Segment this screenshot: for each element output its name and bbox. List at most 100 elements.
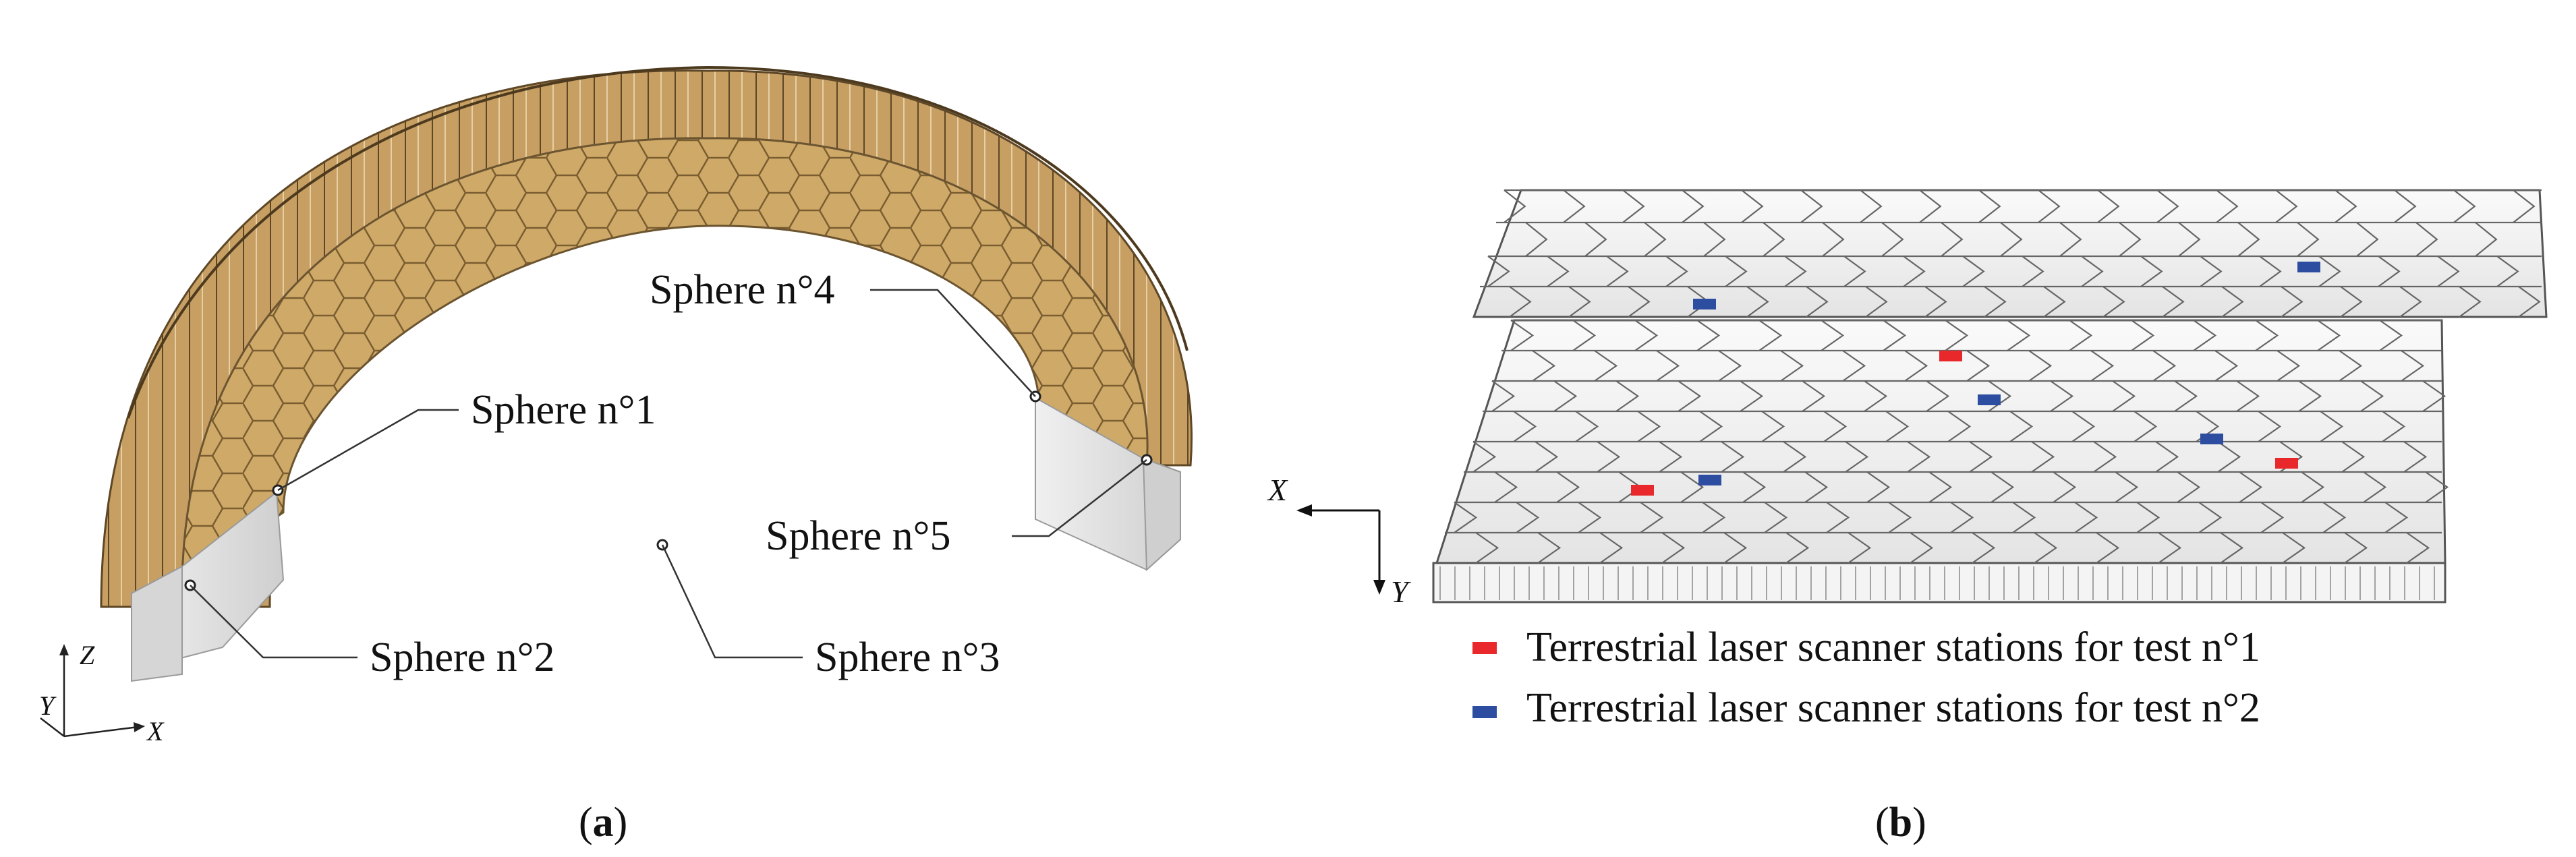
sphere-3-label: Sphere n°3 (815, 634, 1000, 680)
mesh-chevron (2513, 189, 2536, 223)
mesh-chevron (1826, 502, 1850, 533)
mesh-chevron (1525, 222, 1548, 257)
mesh-chevron (2339, 350, 2363, 382)
panel-a: Sphere n°1 Sphere n°2 Sphere n°3 Sphere … (39, 65, 1193, 846)
mesh-chevron (1678, 380, 1702, 412)
mesh-chevron (2301, 471, 2325, 503)
axis-x-label: X (146, 716, 165, 746)
station-test1-3 (1631, 485, 1654, 496)
legend-swatch-test1 (1472, 642, 1497, 654)
mesh-chevron (2401, 350, 2425, 382)
mesh-chevron (2453, 189, 2476, 223)
station-test2-5 (1698, 475, 1721, 485)
mesh-chevron (1599, 532, 1624, 564)
mesh-chevron (1843, 256, 1866, 287)
mesh-chevron (1848, 532, 1872, 564)
sphere-2-label: Sphere n°2 (370, 634, 554, 680)
mesh-chevron (2140, 256, 2163, 287)
mesh-chevron (1984, 286, 2007, 318)
mesh-chevron (2322, 502, 2347, 533)
mesh-chevron (2009, 411, 2034, 442)
mesh-chevron (1866, 471, 1891, 503)
station-test1-1 (1939, 351, 1962, 361)
mesh-chevron (1594, 350, 1618, 382)
mesh-chevron (1516, 502, 1540, 533)
mesh-chevron (1966, 350, 1991, 382)
mesh-chevron (2043, 286, 2066, 318)
caption-b-open: ( (1875, 800, 1889, 846)
station-test2-1 (1693, 299, 1716, 309)
mesh-chevron (2102, 286, 2125, 318)
mesh-chevron (2074, 502, 2098, 533)
mesh-chevron (2097, 189, 2120, 223)
mesh-chevron (2000, 222, 2023, 257)
caption-a-open: ( (579, 800, 593, 846)
shell-mesh (1439, 189, 2542, 600)
mesh-chevron (2081, 256, 2104, 287)
mesh-chevron (2112, 380, 2136, 412)
mesh-chevron (1950, 502, 1974, 533)
mesh-chevron (2341, 441, 2366, 473)
left-support (131, 491, 285, 682)
mesh-chevron (1634, 320, 1659, 351)
mesh-chevron (1903, 256, 1926, 287)
axis-b-y-label: Y (1391, 574, 1411, 609)
mesh-chevron (2050, 380, 2074, 412)
mesh-chevron (2220, 532, 2244, 564)
mesh-chevron (1680, 471, 1705, 503)
mesh-chevron (2038, 189, 2061, 223)
mesh-chevron (2403, 441, 2428, 473)
mesh-chevron (1746, 286, 1769, 318)
mesh-chevron (2277, 350, 2301, 382)
mesh-chevron (2221, 286, 2244, 318)
station-test2-4 (2200, 434, 2223, 444)
mesh-chevron (2394, 189, 2417, 223)
mesh-chevron (2258, 411, 2282, 442)
mesh-chevron (1535, 441, 1559, 473)
mesh-chevron (2360, 380, 2384, 412)
mesh-chevron (1454, 502, 1478, 533)
mesh-chevron (1553, 380, 1578, 412)
mesh-chevron (2260, 502, 2285, 533)
mesh-chevron (1513, 411, 1537, 442)
station-test2-3 (1978, 394, 2001, 405)
mesh-chevron (1904, 350, 1928, 382)
mesh-chevron (1547, 256, 1570, 287)
mesh-chevron (1702, 502, 1726, 533)
mesh-chevron (2069, 320, 2093, 351)
mesh-chevron (1606, 256, 1629, 287)
mesh-chevron (1721, 441, 1745, 473)
mesh-chevron (1491, 380, 1516, 412)
mesh-chevron (1584, 222, 1607, 257)
mesh-chevron (1597, 441, 1621, 473)
mesh-chevron (1785, 532, 1810, 564)
sphere-4-label: Sphere n°4 (650, 267, 834, 313)
mesh-chevron (2028, 350, 2053, 382)
mesh-chevron (2193, 320, 2217, 351)
sphere-5-label: Sphere n°5 (766, 513, 950, 559)
mesh-chevron (1723, 532, 1748, 564)
mesh-chevron (2344, 532, 2368, 564)
mesh-chevron (2200, 256, 2223, 287)
mesh-chevron (1699, 411, 1723, 442)
mesh-chevron (2152, 350, 2177, 382)
mesh-chevron (1845, 441, 1869, 473)
caption-a-close: ) (614, 800, 628, 846)
mesh-chevron (1881, 222, 1904, 257)
mesh-chevron (2031, 441, 2055, 473)
station-test2-2 (2297, 262, 2320, 272)
mesh-chevron (2012, 502, 2036, 533)
mesh-chevron (2379, 320, 2403, 351)
mesh-chevron (1644, 222, 1667, 257)
mesh-chevron (2422, 380, 2446, 412)
legend: Terrestrial laser scanner stations for t… (1472, 624, 2260, 731)
mesh-chevron (2382, 411, 2406, 442)
mesh-chevron (2162, 286, 2185, 318)
mesh-chevron (1888, 502, 1912, 533)
mesh-chevron (2155, 441, 2179, 473)
mesh-chevron (1640, 502, 1664, 533)
axis-z-label: Z (80, 640, 95, 670)
mesh-chevron (1883, 320, 1907, 351)
mesh-chevron (1475, 532, 1499, 564)
mesh-chevron (1928, 471, 1953, 503)
